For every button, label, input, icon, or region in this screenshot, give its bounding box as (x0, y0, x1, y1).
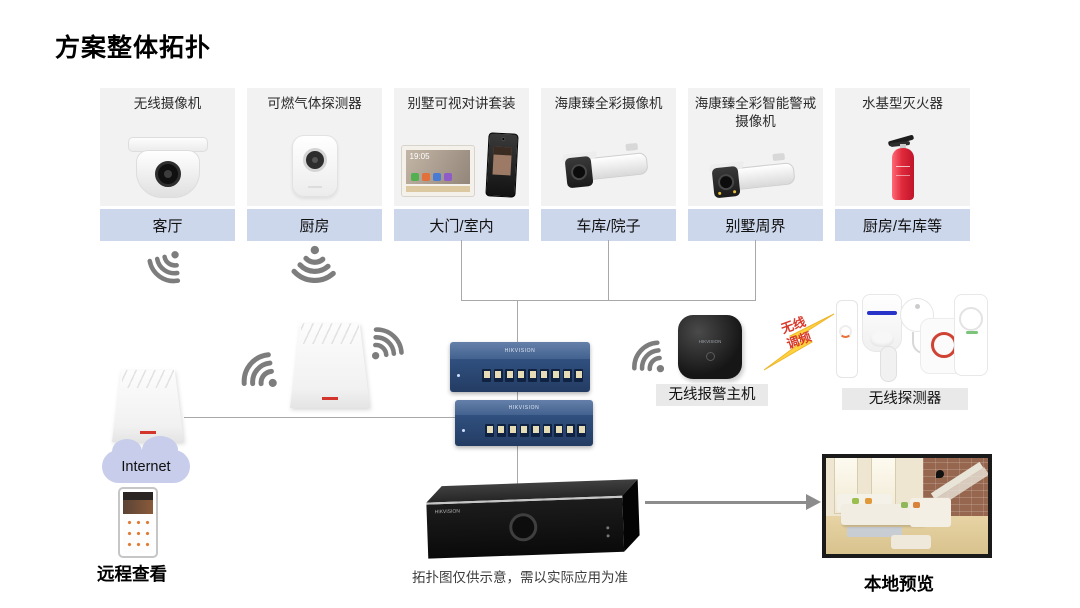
lightning-icon (763, 313, 835, 371)
connector-switch-to-nvr (517, 446, 518, 490)
device-location: 别墅周界 (688, 209, 823, 241)
internet-label: Internet (121, 458, 171, 475)
device-card-intercom-kit: 别墅可视对讲套装 19:05 大门/室 (394, 88, 529, 241)
brand-logo: HIKVISION (698, 339, 722, 344)
connector-router-to-switch (184, 417, 456, 418)
device-name: 海康臻全彩智能警戒摄像机 (694, 96, 817, 129)
brand-logo: HIKVISION (504, 347, 536, 354)
wifi-signal-icon (632, 340, 665, 373)
local-preview-label: 本地预览 (864, 574, 934, 594)
brand-logo: HIKVISION (508, 404, 540, 411)
internet-cloud: Internet (102, 436, 190, 483)
fire-extinguisher-image (880, 134, 926, 200)
gas-detector-image (291, 135, 338, 197)
brand-logo: HIKVISION (434, 508, 461, 516)
device-name: 水基型灭火器 (862, 96, 943, 111)
device-card-colorvu-camera: 海康臻全彩摄像机 车库/院子 (541, 88, 676, 241)
bullet-camera-image (561, 142, 653, 193)
device-card-smart-warning-camera: 海康臻全彩智能警戒摄像机 别墅周界 (688, 88, 823, 241)
wifi-signal-icon (371, 327, 404, 360)
device-location: 车库/院子 (541, 209, 676, 241)
connector-switch-to-switch (517, 390, 518, 403)
device-image-area: 海康臻全彩摄像机 (541, 88, 676, 206)
intercom-clock: 19:05 (409, 152, 430, 161)
ptz-camera-image (126, 137, 210, 201)
poe-switch-bottom: HIKVISION (455, 400, 593, 446)
remote-view-label: 远程查看 (97, 564, 167, 584)
wireless-detectors-image (836, 290, 988, 386)
alarm-host-label: 无线报警主机 (656, 384, 768, 406)
nvr-image: HIKVISION (412, 475, 651, 565)
connector-camera1-drop (608, 240, 609, 300)
wifi-signal-icon (241, 352, 277, 387)
nvr-to-tv-arrow (645, 501, 809, 504)
page-title: 方案整体拓扑 (55, 34, 212, 62)
device-image-area: 水基型灭火器 (835, 88, 970, 206)
poe-switch-top: HIKVISION (450, 342, 590, 392)
device-card-gas-detector: 可燃气体探测器 厨房 (247, 88, 382, 241)
connector-bus (461, 300, 756, 301)
device-name: 可燃气体探测器 (267, 96, 362, 111)
device-image-area: 无线摄像机 (100, 88, 235, 206)
wifi-signal-icon (147, 251, 181, 284)
device-card-wireless-camera: 无线摄像机 客厅 (100, 88, 235, 241)
brand-logo (322, 397, 338, 400)
arrow-head-icon (806, 494, 821, 510)
detectors-label: 无线探测器 (842, 388, 968, 410)
connector-intercom-drop (461, 240, 462, 300)
device-location: 大门/室内 (394, 209, 529, 241)
smart-bullet-camera-image (708, 152, 800, 203)
device-name: 海康臻全彩摄像机 (554, 96, 663, 111)
tv-monitor-image (822, 454, 992, 558)
device-image-area: 海康臻全彩智能警戒摄像机 (688, 88, 823, 206)
device-location: 厨房/车库等 (835, 209, 970, 241)
connector-bus-to-switch (517, 300, 518, 344)
device-image-area: 别墅可视对讲套装 19:05 (394, 88, 529, 206)
mesh-router-right (290, 314, 370, 408)
device-name: 别墅可视对讲套装 (407, 96, 516, 111)
device-name: 无线摄像机 (133, 96, 202, 111)
intercom-kit-image: 19:05 (400, 132, 523, 201)
wifi-signal-icon (291, 245, 336, 283)
device-image-area: 可燃气体探测器 (247, 88, 382, 206)
mesh-router-left (112, 362, 184, 442)
connector-camera2-drop (755, 240, 756, 300)
device-card-fire-extinguisher: 水基型灭火器 厨房/车库等 (835, 88, 970, 241)
rf-link: 无线 调频 (760, 312, 836, 374)
smartphone-image (118, 487, 158, 558)
brand-logo (140, 431, 156, 434)
disclaimer-note: 拓扑图仅供示意，需以实际应用为准 (412, 570, 628, 585)
device-location: 客厅 (100, 209, 235, 241)
device-location: 厨房 (247, 209, 382, 241)
wireless-alarm-host: HIKVISION (678, 315, 742, 379)
